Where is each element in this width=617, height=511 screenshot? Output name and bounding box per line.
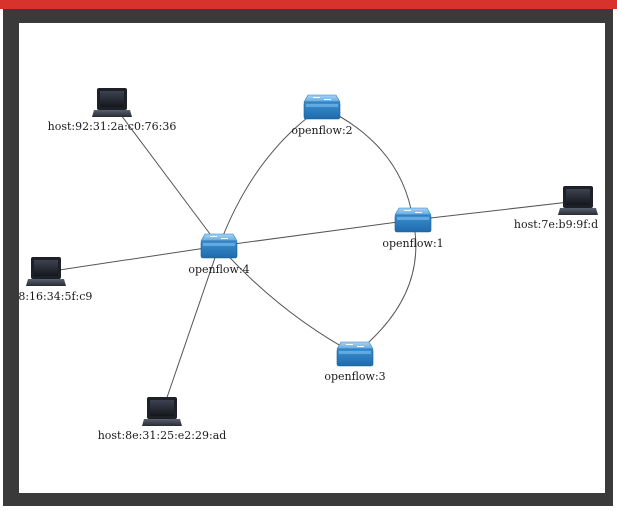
switch-icon: [336, 341, 374, 367]
link-openflow-4-to-host-92-31-2a-c0-76-36[interactable]: [111, 102, 220, 247]
switch-node-openflow-2[interactable]: openflow:2: [291, 94, 353, 137]
top-accent-bar: [0, 0, 617, 9]
topology-graph[interactable]: openflow:1 openflow:2 openflow:3 openflow:4…: [19, 23, 605, 493]
host-node-host-7e-b9-9f-d[interactable]: host:7e:b9:9f:d: [514, 186, 598, 231]
switch-icon: [200, 233, 238, 259]
switch-node-openflow-3[interactable]: openflow:3: [324, 341, 386, 383]
switch-icon: [303, 94, 341, 120]
host-node-host-92-31-2a-c0-76-36[interactable]: host:92:31:2a:c0:76:36: [48, 88, 177, 133]
links-layer: [45, 102, 579, 413]
nodes-layer: openflow:1 openflow:2 openflow:3 openflow:4…: [19, 88, 598, 442]
link-openflow-3-to-openflow-1[interactable]: [354, 219, 417, 355]
laptop-icon: [92, 88, 132, 117]
node-label: host:92:31:2a:c0:76:36: [48, 120, 177, 133]
switch-node-openflow-4[interactable]: openflow:4: [188, 233, 250, 276]
node-label: openflow:2: [291, 124, 352, 137]
host-node-host-8e-31-25-e2-29-ad[interactable]: host:8e:31:25:e2:29:ad: [98, 397, 227, 442]
link-openflow-1-to-host-7e-b9-9f-d[interactable]: [412, 200, 579, 221]
node-label: openflow:1: [382, 237, 443, 250]
host-node-68-16-34-5f-c9[interactable]: :68:16:34:5f:c9: [19, 257, 92, 303]
node-label: :68:16:34:5f:c9: [19, 290, 92, 303]
switch-node-openflow-1[interactable]: openflow:1: [382, 207, 444, 250]
link-openflow-4-to-openflow-3[interactable]: [218, 245, 356, 355]
node-label: openflow:3: [324, 370, 385, 383]
switch-icon: [394, 207, 432, 233]
laptop-icon: [142, 397, 182, 426]
laptop-icon: [558, 186, 598, 215]
link-openflow-4-to-host-8e-31-25-e2-29-ad[interactable]: [161, 245, 220, 413]
link-openflow-4-to-68-16-34-5f-c9[interactable]: [45, 245, 220, 273]
topology-canvas[interactable]: openflow:1 openflow:2 openflow:3 openflow:4…: [19, 23, 605, 493]
link-openflow-4-to-openflow-1[interactable]: [218, 219, 414, 247]
node-label: host:7e:b9:9f:d: [514, 218, 598, 231]
node-label: host:8e:31:25:e2:29:ad: [98, 429, 227, 442]
laptop-icon: [26, 257, 66, 286]
node-label: openflow:4: [188, 263, 249, 276]
window-frame: openflow:1 openflow:2 openflow:3 openflow:4…: [3, 9, 613, 506]
